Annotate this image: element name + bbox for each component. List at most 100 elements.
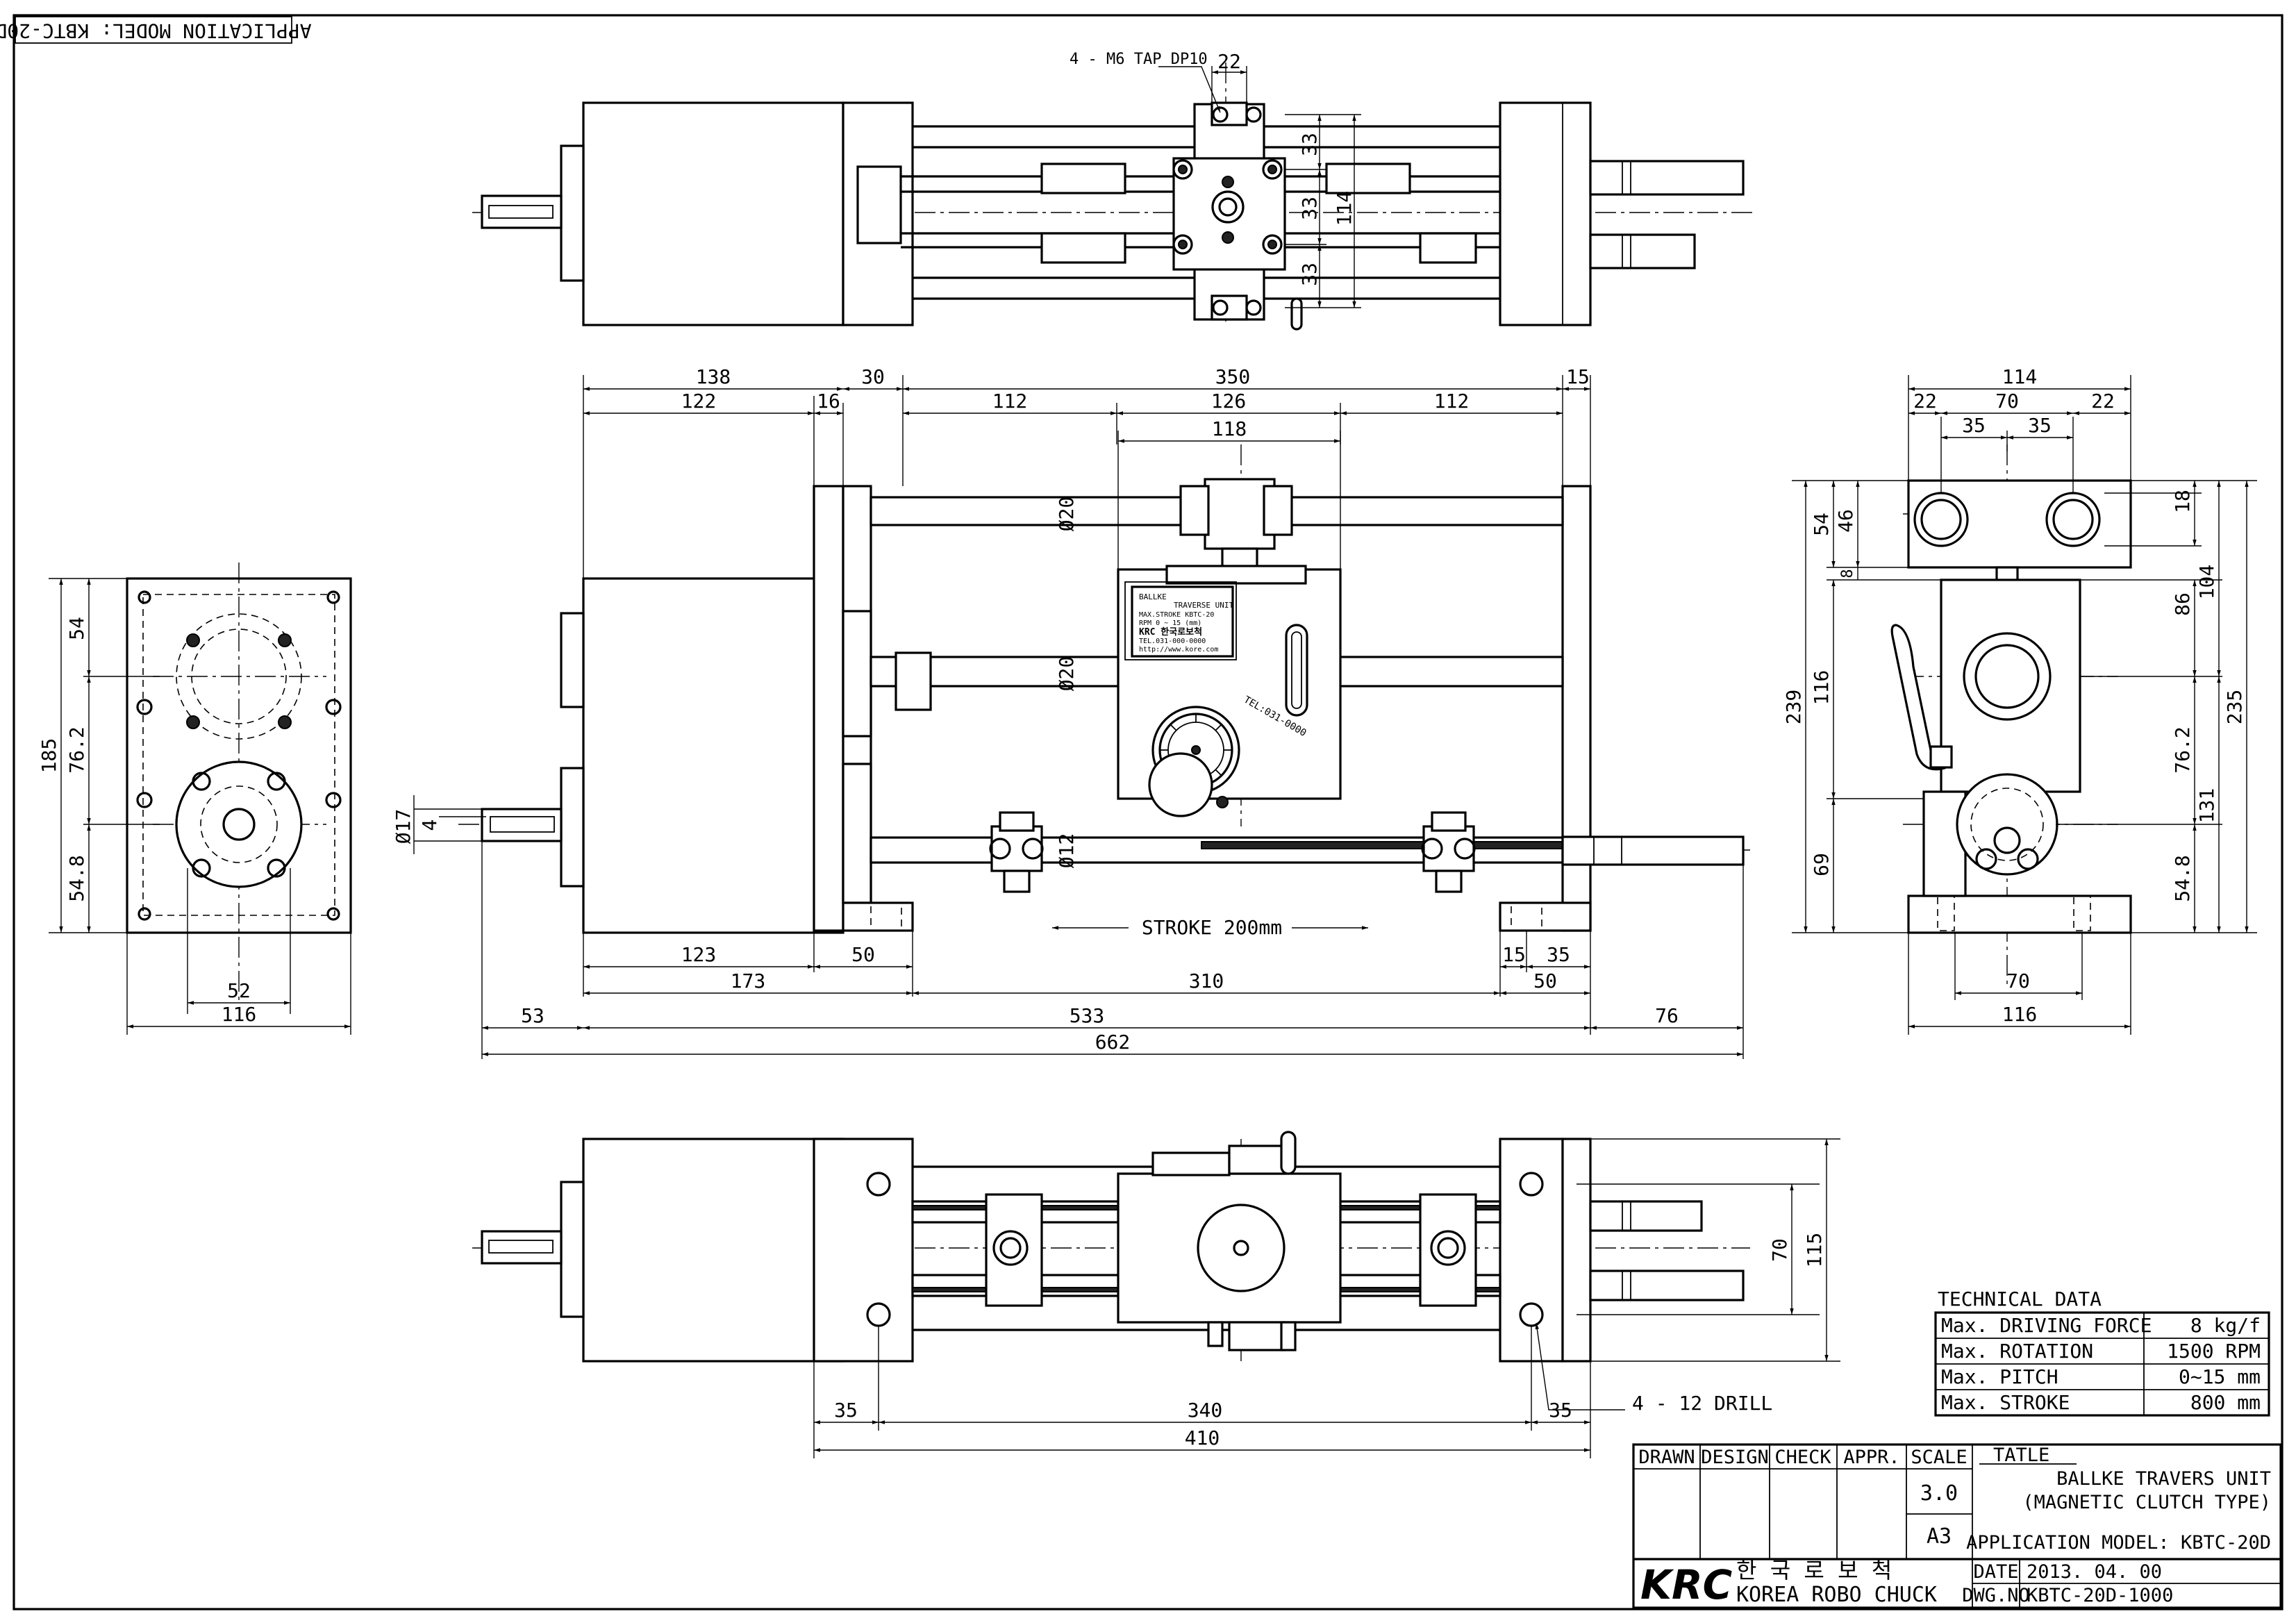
tap-note: 4 - M6 TAP DP10 [1070,51,1208,68]
tb-title-line1: BALLKE TRAVERS UNIT [2056,1468,2271,1490]
dim-54-left: 54 [65,617,88,640]
dim-53: 53 [521,1004,544,1027]
dim-114-top: 114 [1333,191,1356,226]
nameplate-line-7: http://www.kore.com [1139,646,1218,654]
application-label: APPLICATION MODEL: KBTC-20D [0,16,312,44]
dim-50-left: 50 [851,943,875,966]
tb-company-en: KOREA ROBO CHUCK [1736,1583,1937,1607]
dim-662: 662 [1095,1031,1131,1054]
tb-date-value: 2013. 04. 00 [2027,1561,2162,1583]
drawing-border [13,14,2283,1610]
tb-paper: A3 [1927,1524,1952,1549]
title-block: DRAWN DESIGN CHECK APPR. SCALE 3.0 A3 TA… [1632,1443,2282,1609]
left-nut-block [989,811,1044,893]
dim-76-2-left: 76.2 [65,726,88,773]
bottom-view: 70 115 35 340 35 410 4 - 12 DRILL [472,1131,1840,1458]
tb-appr: APPR. [1843,1447,1899,1468]
dim-52: 52 [227,979,251,1002]
tb-scale-value: 3.0 [1920,1481,1958,1506]
right-nut-block [1421,811,1476,893]
dim-33-a: 33 [1298,133,1321,156]
tb-application: APPLICATION MODEL: KBTC-20D [1966,1532,2271,1554]
tb-design: DESIGN [1701,1447,1769,1468]
drill-note: 4 - 12 DRILL [1632,1392,1772,1415]
nameplate-line-4: RPM 0 ~ 15 (mm) [1139,619,1201,627]
tb-title-label: TATLE [1993,1445,2049,1466]
tech-value-stroke: 800 mm [2190,1391,2261,1414]
dim-235: 235 [2223,690,2246,725]
dim-33-d: 33 [1298,263,1321,286]
dim-350: 350 [1215,365,1251,388]
technical-data-title: TECHNICAL DATA [1938,1288,2102,1310]
dim-116-right-v: 116 [1810,670,1833,706]
dim-340: 340 [1188,1399,1223,1422]
dim-114-right: 114 [2002,365,2038,388]
tech-label-stroke: Max. STROKE [1941,1391,2070,1414]
dim-22-top: 22 [1217,50,1241,73]
krc-logo: KRC [1640,1561,1732,1608]
tb-dwg-label: DWG.NO [1962,1585,2030,1606]
dim-112-left: 112 [992,390,1028,413]
tb-scale: SCALE [1911,1447,1967,1468]
dim-76: 76 [1655,1004,1679,1027]
technical-data-table: TECHNICAL DATA Max. DRIVING FORCE 8 kg/f… [1934,1288,2270,1417]
dim-69: 69 [1810,853,1833,876]
dim-115: 115 [1803,1233,1826,1268]
dim-16: 16 [817,390,840,413]
dim-533: 533 [1070,1004,1105,1027]
dim-70-top: 70 [1995,390,2019,413]
dim-310: 310 [1189,969,1224,992]
dim-54-right: 54 [1810,513,1833,536]
dim-185: 185 [38,738,60,774]
tb-dwg-value: KBTC-20D-1000 [2027,1585,2173,1606]
dim-138: 138 [696,365,731,388]
nameplate-line-2: TRAVERSE UNIT [1174,601,1233,610]
tech-label-rotation: Max. ROTATION [1941,1340,2093,1363]
dim-4: 4 [418,819,441,831]
dim-35-left-b: 35 [834,1399,858,1422]
front-view: BALLKE TRAVERSE UNIT MAX.STROKE KBTC-20 … [392,365,1750,1059]
right-end-view: 114 22 70 22 35 35 239 54 46 8 116 69 [1782,365,2257,1035]
nameplate-line-3: MAX.STROKE KBTC-20 [1139,611,1214,619]
dim-54-8-right: 54.8 [2171,855,2194,901]
tech-label-force: Max. DRIVING FORCE [1941,1314,2152,1337]
stroke-label: STROKE 200mm [1142,916,1282,939]
dim-116-right: 116 [2002,1003,2038,1026]
dim-126: 126 [1211,390,1247,413]
dim-46: 46 [1834,509,1857,533]
dim-33-c: 33 [1298,197,1321,220]
nameplate-line-6: TEL.031-000-0000 [1139,638,1206,645]
dim-15-top: 15 [1566,365,1590,388]
front-bottom-dims: 123 50 15 35 173 310 50 53 533 76 662 [481,841,1744,1059]
dim-15-bottom: 15 [1502,943,1526,966]
dim-35-front: 35 [1547,943,1570,966]
dim-118: 118 [1212,417,1247,440]
dim-104: 104 [2195,565,2218,600]
dim-phi17: Ø17 [392,809,415,844]
dim-116-left: 116 [222,1003,257,1026]
nameplate-line-1: BALLKE [1139,592,1167,601]
dim-239: 239 [1782,690,1805,725]
dim-30: 30 [861,365,885,388]
dim-86: 86 [2171,592,2194,616]
shaft-label-lower: Ø12 [1055,833,1078,869]
left-end-view: 54 185 76.2 54.8 52 116 [38,563,352,1035]
tb-company-kr: 한 국 로 보 척 [1736,1557,1892,1583]
shaft-label-upper: Ø20 [1055,497,1078,532]
tech-value-force: 8 kg/f [2190,1314,2261,1337]
dim-54-8-left: 54.8 [65,855,88,901]
application-label-text: APPLICATION MODEL: KBTC-20D [0,19,312,42]
dim-122: 122 [681,390,717,413]
tech-value-rotation: 1500 RPM [2167,1340,2261,1363]
nameplate: BALLKE TRAVERSE UNIT MAX.STROKE KBTC-20 … [1139,592,1233,654]
dim-22-right: 22 [2091,390,2115,413]
dim-22-left: 22 [1913,390,1937,413]
dim-8: 8 [1839,569,1856,578]
dim-70-bottom: 70 [2006,969,2030,992]
dim-18: 18 [2171,490,2194,513]
tb-check: CHECK [1774,1447,1831,1468]
dim-35-a: 35 [1962,414,1986,437]
shaft-label-middle: Ø20 [1055,656,1078,692]
dim-76-2-right: 76.2 [2171,726,2194,773]
